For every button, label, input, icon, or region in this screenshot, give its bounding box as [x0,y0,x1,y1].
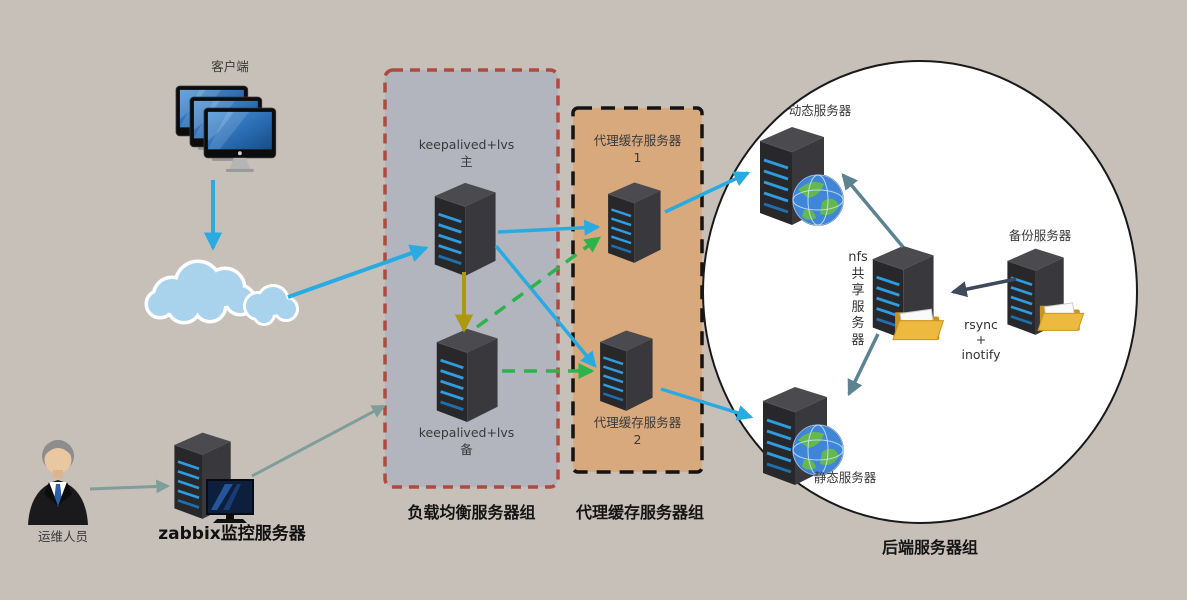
static-globe-icon [792,424,844,476]
zabbix-monitor-icon [206,479,254,523]
lb-group-box [383,68,560,489]
proxy2-server-icon [598,329,654,413]
arrow-backup-to-nfs [950,277,1017,298]
proxy1-server-icon [606,181,662,265]
lb-master-server-icon [433,181,497,278]
arrow-ops-to-zabbix [89,479,171,494]
arrow-proxy1-to-dynamic [664,171,751,214]
arrow-proxy2-to-static [660,387,754,421]
arrow-nfs-to-dynamic [841,173,905,249]
arrow-lb-master-to-proxy1 [497,219,601,236]
proxy-group-box [571,106,704,474]
client-monitors-icon [175,85,277,173]
arrow-nfs-to-static [847,333,880,397]
arrow-lb-master-to-proxy2 [494,244,597,368]
internet-cloud-icon [144,259,299,326]
arrow-cloud-to-lb-master [287,244,429,299]
ops-person-icon [28,440,88,525]
dynamic-globe-icon [792,174,844,226]
arrow-zabbix-to-lb-group [251,404,386,478]
arrow-lb-backup-to-proxy1 [475,236,601,329]
lb-backup-server-icon [435,327,499,424]
